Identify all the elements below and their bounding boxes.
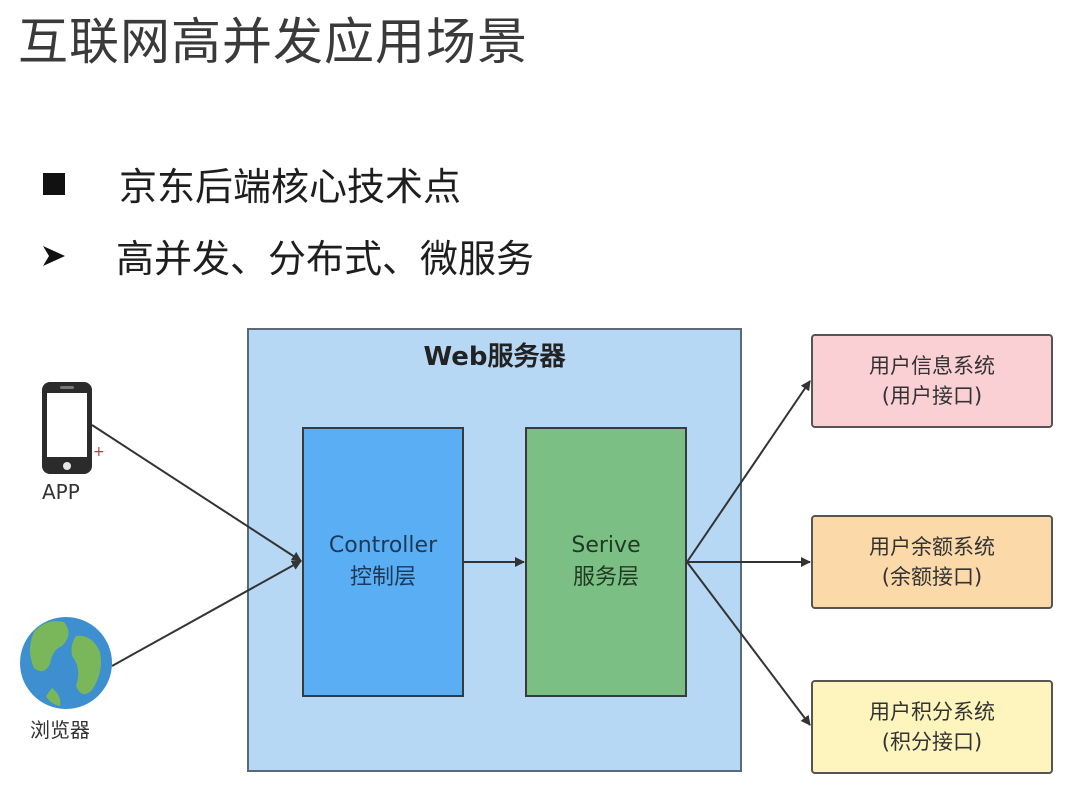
system-api: (积分接口) [881, 730, 983, 754]
web-server-title: Web服务器 [423, 342, 566, 372]
service-sublabel: 服务层 [572, 565, 639, 590]
user-balance-system-box: 用户余额系统 (余额接口) [811, 515, 1053, 609]
browser-to-controller-arrow [111, 560, 302, 667]
service-to-points-arrow [686, 561, 811, 726]
system-api: (余额接口) [881, 565, 983, 589]
browser-label: 浏览器 [30, 718, 90, 742]
bullet-item-core-tech: 京东后端核心技术点 [40, 156, 461, 211]
user-points-system-box: 用户积分系统 (积分接口) [811, 680, 1053, 774]
svg-text:+: + [93, 444, 105, 460]
controller-layer-box: Controller 控制层 [302, 427, 464, 697]
system-name: 用户信息系统 [869, 354, 995, 378]
app-label: APP [42, 480, 80, 504]
page-title: 互联网高并发应用场景 [18, 13, 528, 71]
bullet-text: 高并发、分布式、微服务 [116, 237, 535, 281]
system-api: (用户接口) [881, 384, 983, 408]
bullet-item-keywords: 高并发、分布式、微服务 [40, 228, 534, 283]
app-to-controller-arrow [91, 424, 302, 562]
system-name: 用户余额系统 [869, 535, 995, 559]
controller-sublabel: 控制层 [349, 565, 416, 590]
service-to-user-info-arrow [686, 380, 811, 563]
service-label: Serive [571, 533, 641, 558]
controller-label: Controller [328, 533, 438, 558]
square-bullet-icon [43, 172, 65, 195]
globe-icon [20, 617, 112, 709]
arrowhead-bullet-icon [43, 245, 65, 266]
smartphone-icon: + [42, 382, 105, 474]
bullet-text: 京东后端核心技术点 [119, 165, 462, 209]
user-info-system-box: 用户信息系统 (用户接口) [811, 334, 1053, 428]
service-layer-box: Serive 服务层 [525, 427, 687, 697]
system-name: 用户积分系统 [869, 700, 995, 724]
